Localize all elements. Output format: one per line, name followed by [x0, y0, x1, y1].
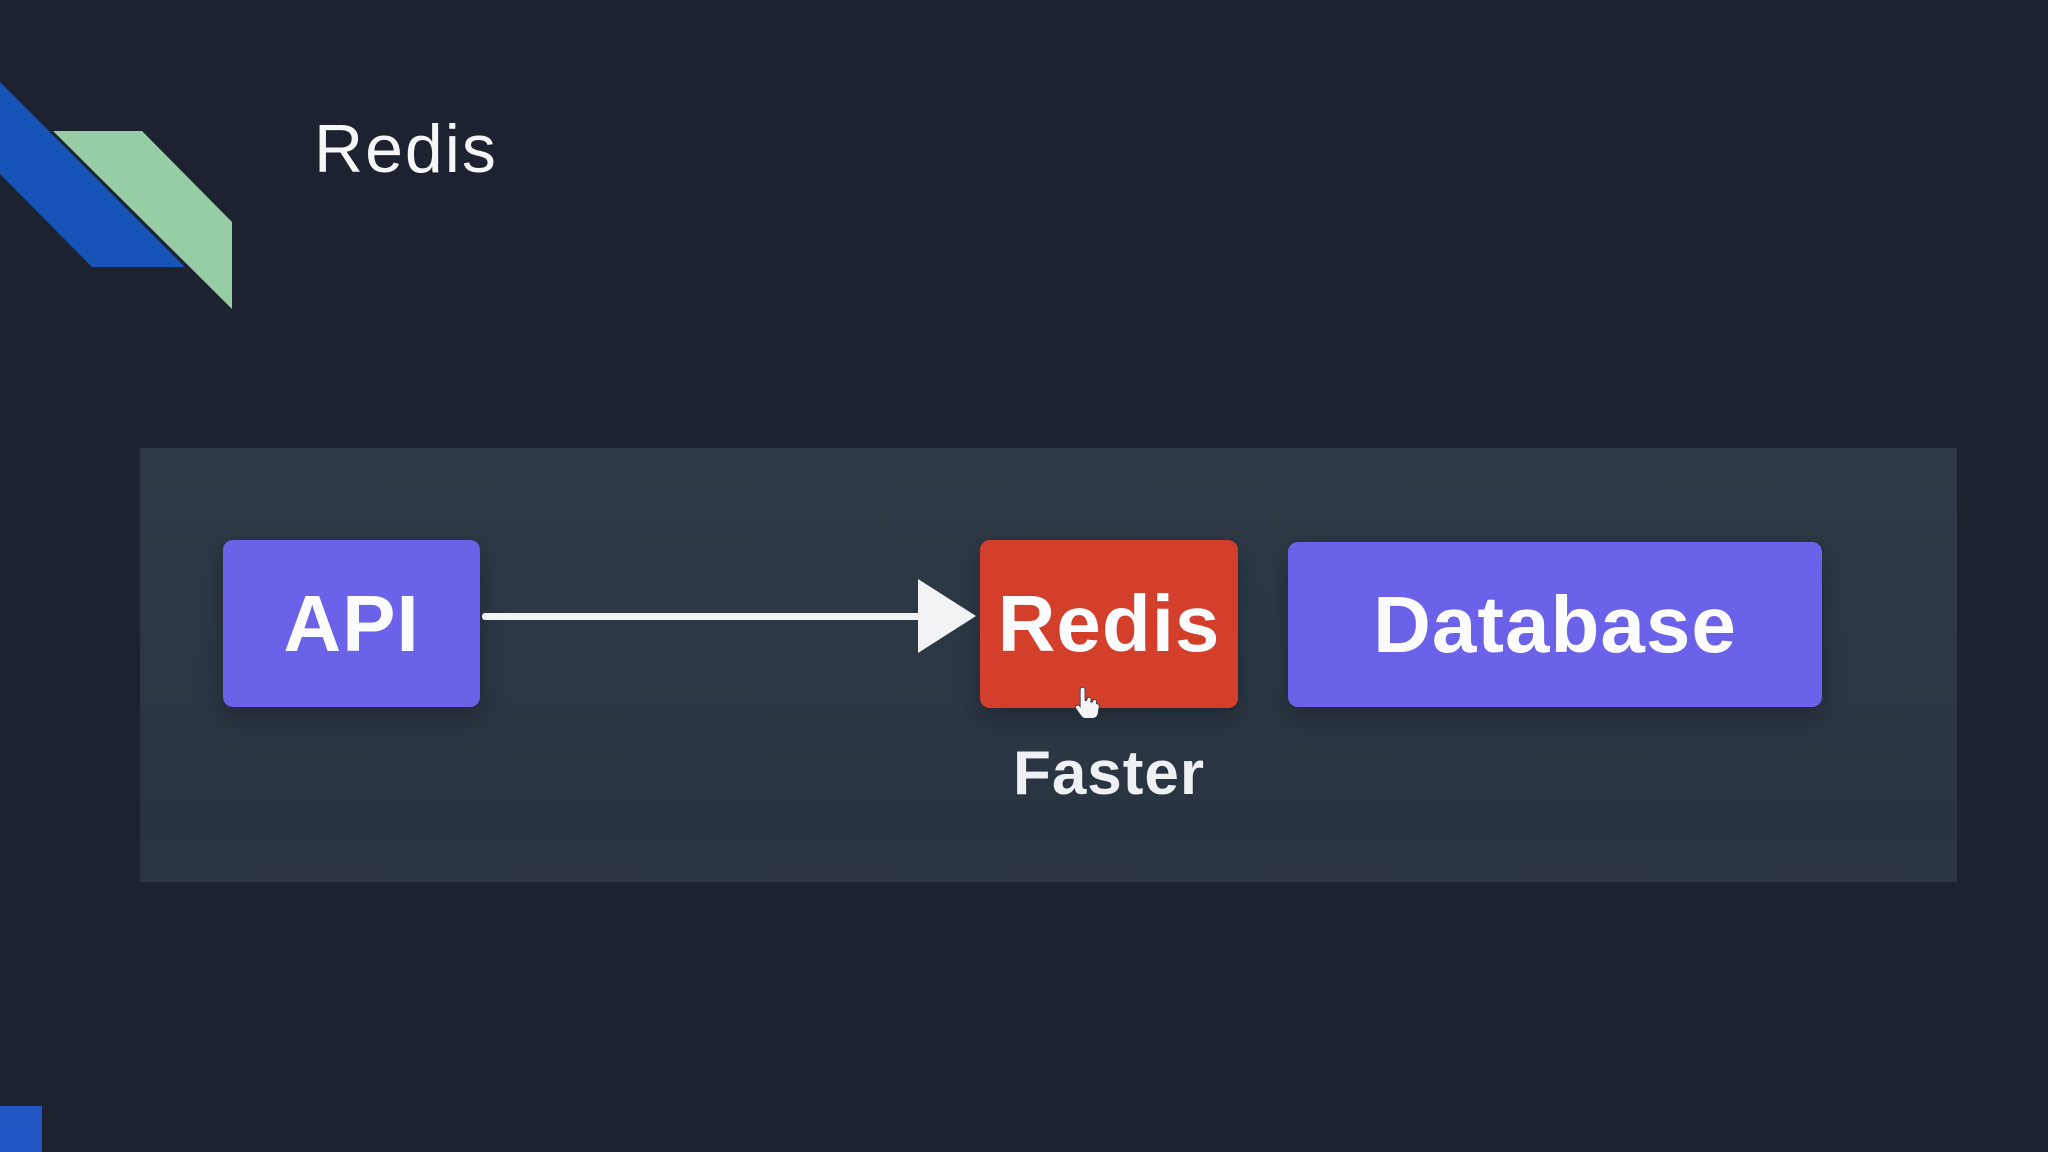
- redis-node-label: Redis: [997, 579, 1221, 668]
- arrow-right-icon: [918, 579, 976, 653]
- faster-caption: Faster: [1012, 739, 1206, 808]
- arrow-line: [482, 613, 922, 620]
- database-node-label: Database: [1373, 579, 1737, 669]
- diagram-node-api[interactable]: API: [223, 540, 480, 707]
- diagram-node-database[interactable]: Database: [1288, 542, 1822, 707]
- diagram-node-redis[interactable]: Redis: [980, 540, 1238, 708]
- pointer-hand-cursor-icon: [1070, 684, 1104, 724]
- api-node-label: API: [283, 578, 420, 668]
- slide-title: Redis: [314, 111, 498, 187]
- corner-accent-square: [0, 1106, 42, 1152]
